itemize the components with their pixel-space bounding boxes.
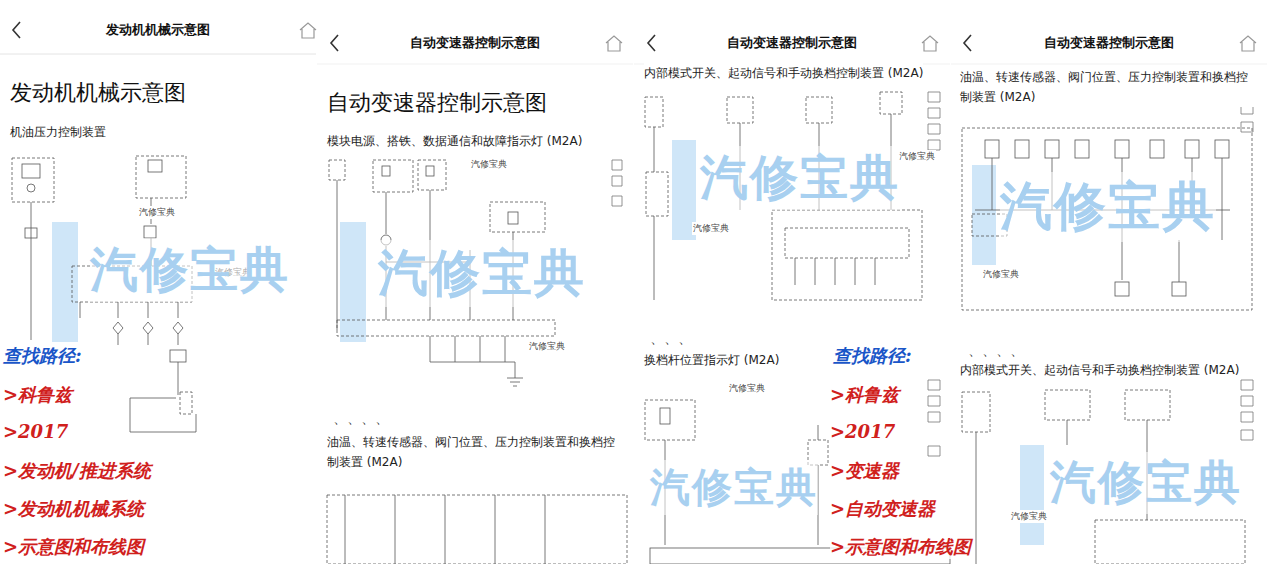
header-bar: 自动变速器控制示意图: [991, 22, 1227, 64]
page-heading: 发动机机械示意图: [10, 78, 186, 108]
watermark: 汽修宝典: [1050, 452, 1242, 514]
ellipsis-mark: 、、、、: [333, 410, 389, 428]
diagram-watermark-tag: 汽修宝典: [528, 340, 566, 353]
path-step: >科鲁兹: [3, 383, 72, 407]
path-step: >变速器: [830, 459, 899, 483]
section-title: 内部模式开关、起动信号和手动换档控制装置 (M2A): [644, 63, 923, 83]
path-step: >2017: [3, 421, 68, 442]
section-title: 换档杆位置指示灯 (M2A): [644, 350, 779, 370]
path-step: >科鲁兹: [830, 383, 899, 407]
path-step: >自动变速器: [830, 497, 935, 521]
path-heading: 查找路径:: [833, 344, 912, 368]
path-step: >2017: [830, 421, 895, 442]
watermark: 汽修宝典: [90, 238, 290, 302]
diagram-watermark-tag: 汽修宝典: [470, 158, 508, 171]
diagram-watermark-tag: 汽修宝典: [692, 222, 730, 235]
header-bar: 自动变速器控制示意图: [357, 22, 593, 64]
section-title: 模块电源、搭铁、数据通信和故障指示灯 (M2A): [327, 131, 582, 151]
path-step: >示意图和布线图: [3, 535, 144, 559]
path-step: >发动机机械系统: [3, 497, 144, 521]
header-title: 自动变速器控制示意图: [1044, 34, 1174, 52]
header-bar: 自动变速器控制示意图: [674, 22, 910, 64]
diagram-watermark-tag: 汽修宝典: [1010, 510, 1048, 523]
path-step: >发动机/推进系统: [3, 459, 151, 483]
diagram-watermark-tag: 汽修宝典: [138, 206, 176, 219]
page-heading: 自动变速器控制示意图: [327, 88, 547, 118]
section-title: 油温、转速传感器、阀门位置、压力控制装置和换档控制装置 (M2A): [327, 432, 625, 472]
section-title: 油温、转速传感器、阀门位置、压力控制装置和换档控制装置 (M2A): [960, 67, 1258, 107]
watermark: 汽修宝典: [700, 146, 900, 210]
header-title: 自动变速器控制示意图: [727, 34, 857, 52]
section-title: 机油压力控制装置: [10, 122, 106, 142]
path-heading: 查找路径:: [3, 344, 82, 368]
diagram-watermark-tag: 汽修宝典: [898, 150, 936, 163]
diagram-watermark-tag: 汽修宝典: [728, 382, 766, 395]
header-title: 发动机机械示意图: [106, 21, 210, 39]
watermark: 汽修宝典: [378, 240, 586, 307]
watermark: 汽修宝典: [650, 460, 818, 515]
section-title: 内部模式开关、起动信号和手动换档控制装置 (M2A): [960, 360, 1239, 380]
header-bar: 发动机机械示意图: [40, 8, 276, 52]
watermark: 汽修宝典: [1000, 172, 1216, 242]
ellipsis-mark: 、、、: [650, 330, 692, 348]
header-title: 自动变速器控制示意图: [410, 34, 540, 52]
diagram-watermark-tag: 汽修宝典: [982, 268, 1020, 281]
path-step: >示意图和布线图: [830, 535, 971, 559]
ellipsis-mark: 、、、、: [968, 342, 1024, 360]
